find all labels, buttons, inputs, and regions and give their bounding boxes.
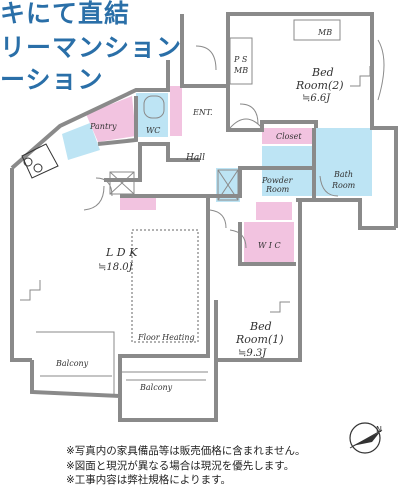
label-floor-heating: Floor Heating xyxy=(137,333,195,342)
label-bed1: Bed xyxy=(249,320,272,333)
floor-heating-area xyxy=(131,229,199,343)
label-bed1-size: ≒9.3J xyxy=(238,348,267,359)
label-wic: W I C xyxy=(258,241,281,250)
label-bed2-room: Room(2) xyxy=(295,79,344,92)
label-ldk-size: ≒18.0J xyxy=(98,262,134,273)
storage-areas xyxy=(86,86,314,264)
label-pantry: Pantry xyxy=(89,122,117,131)
label-ent: ENT. xyxy=(192,108,213,117)
kitchen-counter xyxy=(62,123,100,160)
compass-icon: N xyxy=(349,422,383,454)
label-powder: Powder xyxy=(261,176,294,185)
note-line-1: ※写真内の家具備品等は販売価格に含まれません。 xyxy=(66,445,306,457)
label-bed2-size: ≒6.6J xyxy=(302,93,331,104)
label-bath: Bath xyxy=(333,170,353,179)
note-line-3: ※工事内容は弊社規格によります。 xyxy=(66,474,232,486)
label-ps-mb: MB xyxy=(233,66,248,75)
banner-line-1: キにて直結 xyxy=(0,0,131,28)
label-closet: Closet xyxy=(276,132,302,141)
banner-line-2: リーマンション xyxy=(0,33,183,62)
label-bath-room: Room xyxy=(331,181,356,190)
label-ldk: L D K xyxy=(105,246,138,259)
step-hatching xyxy=(20,66,371,313)
kitchen-appliances xyxy=(21,143,59,179)
ldk-storage xyxy=(120,198,156,210)
compass-north-label: N xyxy=(376,425,382,434)
hall-storage xyxy=(256,202,292,220)
banner-line-3: ーション xyxy=(0,65,104,94)
note-line-2: ※図面と現況が異なる場合は現況を優先します。 xyxy=(66,459,295,472)
label-balcony-bottom: Balcony xyxy=(139,383,173,392)
closet-zone xyxy=(262,128,314,144)
label-bed1-room: Room(1) xyxy=(235,333,284,346)
label-bed2: Bed xyxy=(311,66,334,79)
label-hall: Hall xyxy=(185,153,205,163)
thin-lines xyxy=(36,19,385,396)
label-wc: WC xyxy=(146,126,160,135)
label-ps: P S xyxy=(233,55,248,64)
label-balcony-left: Balcony xyxy=(55,359,89,368)
powder-room-zone xyxy=(262,146,314,196)
pantry-zone xyxy=(86,96,136,142)
bath-room-zone xyxy=(316,128,372,196)
disclaimer-notes: ※写真内の家具備品等は販売価格に含まれません。 ※図面と現況が異なる場合は現況を… xyxy=(66,444,305,488)
entrance-storage xyxy=(170,86,182,136)
label-mb-top: MB xyxy=(317,28,332,37)
label-powder-room: Room xyxy=(265,185,290,194)
wic-zone xyxy=(244,222,294,264)
